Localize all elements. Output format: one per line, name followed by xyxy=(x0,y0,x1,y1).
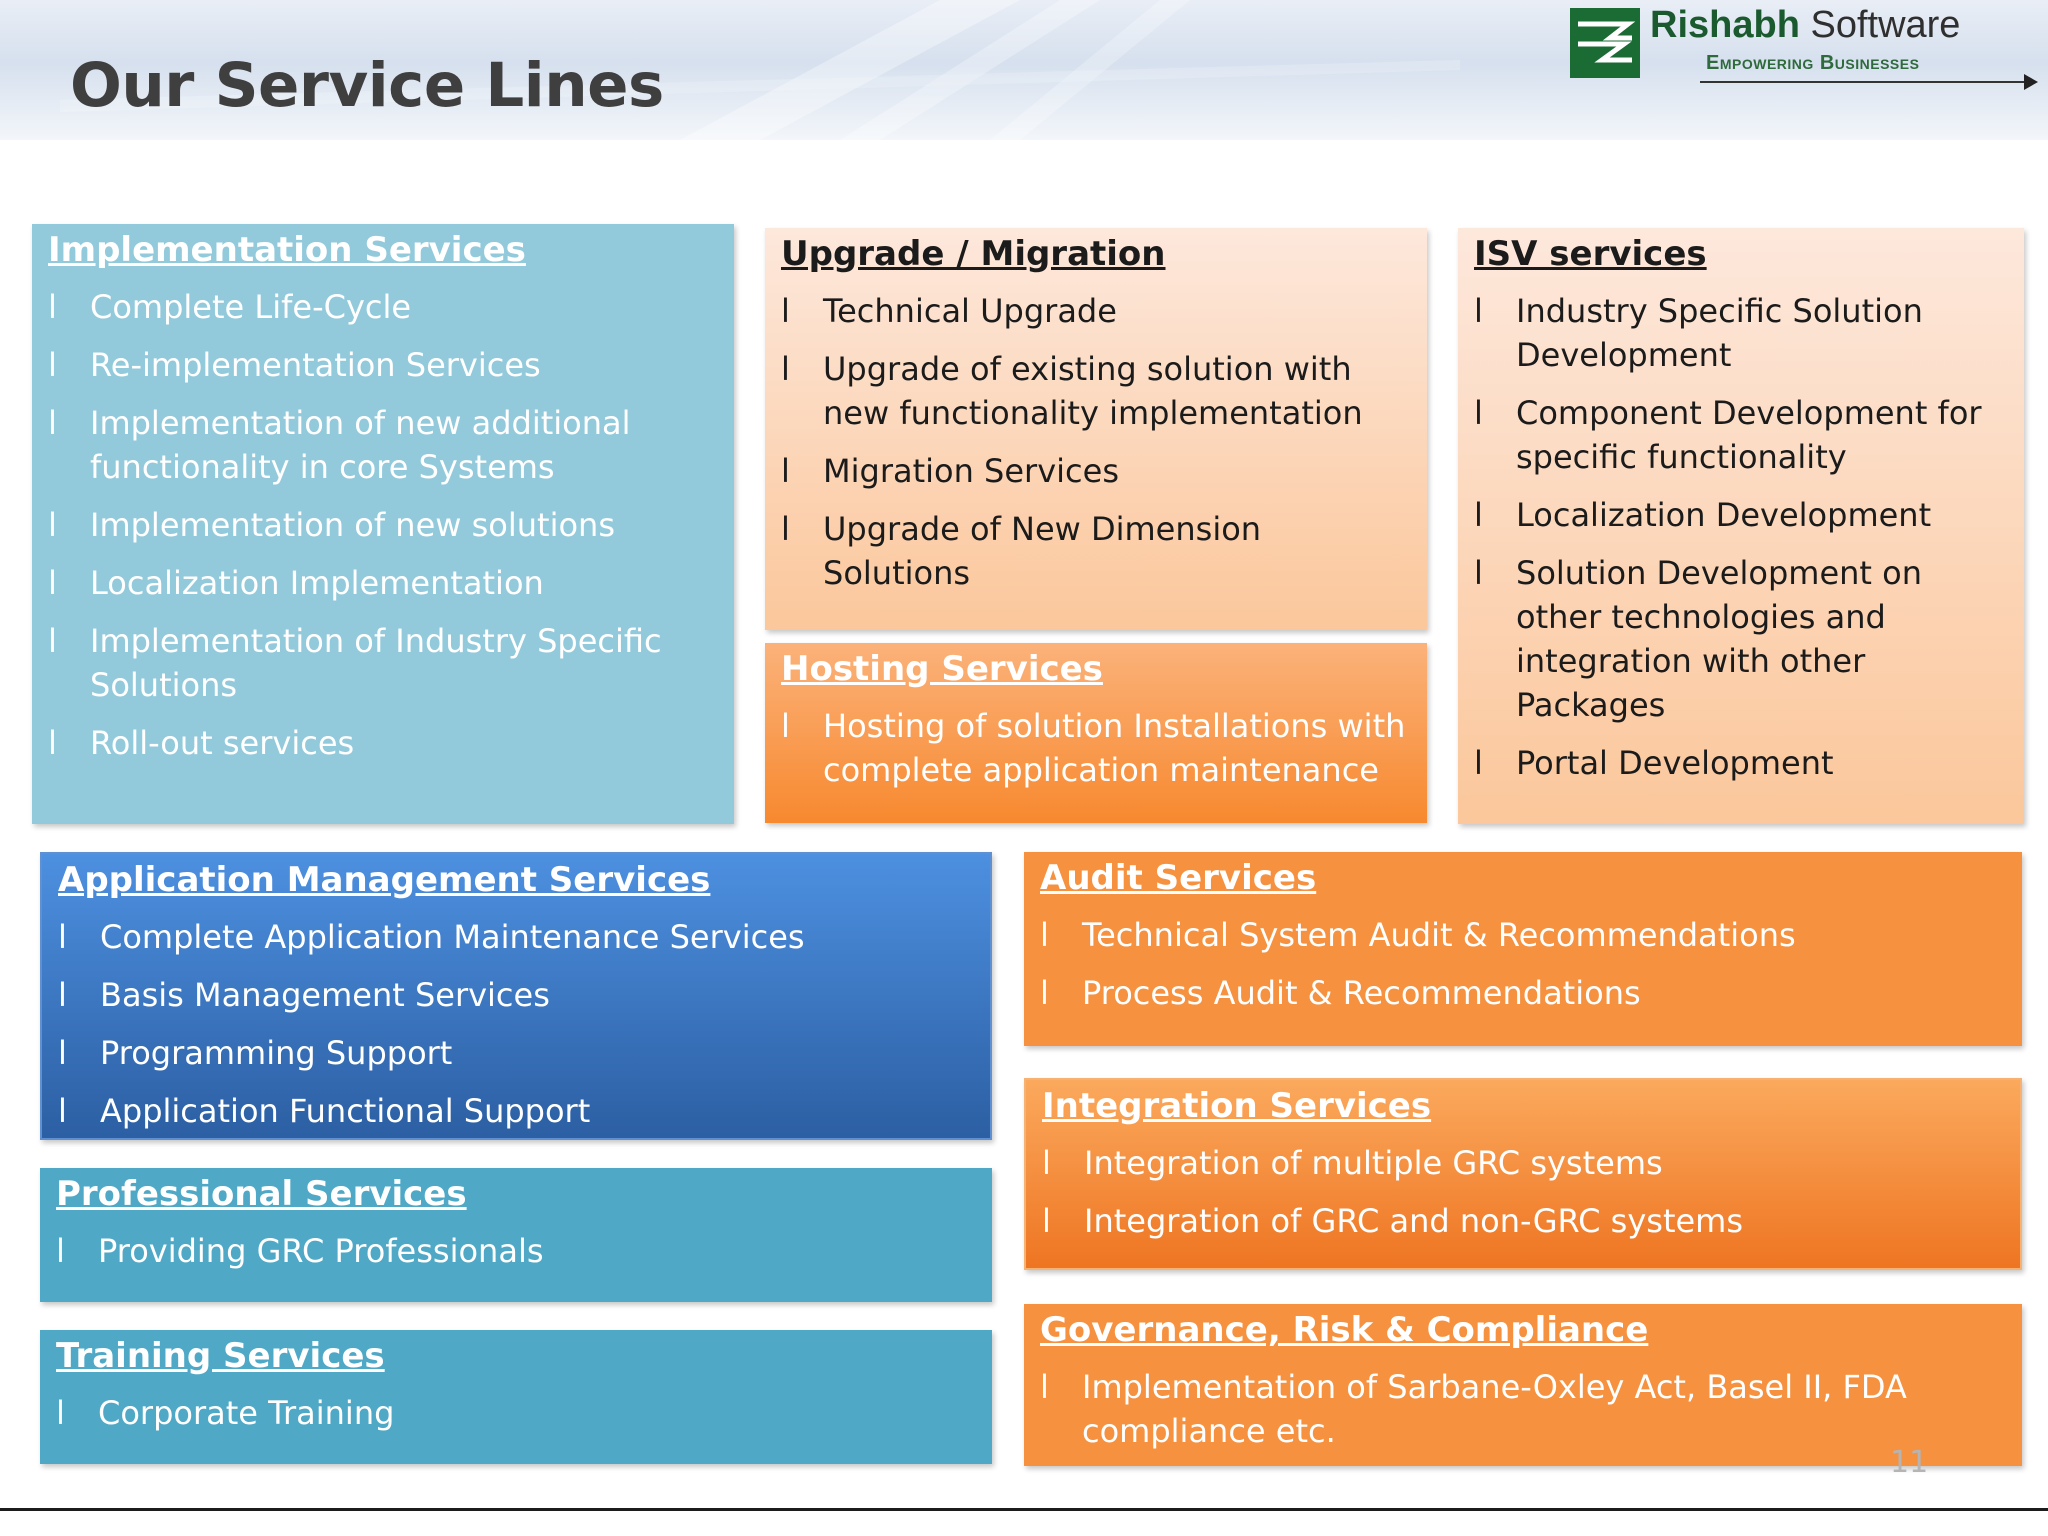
slide-header: Our Service Lines Rishabh Software Empow… xyxy=(0,0,2048,140)
bullet-icon: l xyxy=(1474,393,1483,432)
implementation-services-title: Implementation Services xyxy=(48,230,526,270)
bullet-icon: l xyxy=(48,345,57,384)
bullet-icon: l xyxy=(56,1393,65,1432)
page-number: 11 xyxy=(1890,1445,1929,1480)
bullet-icon: l xyxy=(781,291,790,330)
page-title: Our Service Lines xyxy=(70,50,664,121)
footer-divider xyxy=(0,1508,2048,1511)
bullet-icon: l xyxy=(48,505,57,544)
bullet-icon: l xyxy=(48,563,57,602)
bullet-icon: l xyxy=(48,403,57,442)
bullet-icon: l xyxy=(1474,495,1483,534)
bullet-icon: l xyxy=(1042,1201,1051,1240)
logo-tagline: Empowering Businesses xyxy=(1706,52,1920,74)
hosting-services-title: Hosting Services xyxy=(781,649,1103,689)
bullet-icon: l xyxy=(1474,291,1483,330)
bullet-icon: l xyxy=(781,706,790,745)
bullet-icon: l xyxy=(1042,1143,1051,1182)
bullet-icon: l xyxy=(1474,743,1483,782)
professional-services-title: Professional Services xyxy=(56,1174,467,1214)
bullet-icon: l xyxy=(781,509,790,548)
bullet-icon: l xyxy=(781,451,790,490)
rishabh-logo-icon xyxy=(1570,8,1640,78)
bullet-icon: l xyxy=(48,723,57,762)
bullet-icon: l xyxy=(48,287,57,326)
header-background-graphic xyxy=(60,0,1460,140)
upgrade-migration-title: Upgrade / Migration xyxy=(781,234,1166,274)
bullet-icon: l xyxy=(1040,1367,1049,1406)
application-management-services-title: Application Management Services xyxy=(58,860,711,900)
bullet-icon: l xyxy=(1040,915,1049,954)
logo-company-name: Rishabh Software xyxy=(1650,4,1961,46)
integration-services-title: Integration Services xyxy=(1042,1086,1432,1126)
bullet-icon: l xyxy=(58,917,67,956)
arrow-right-icon xyxy=(2024,74,2038,90)
training-services-title: Training Services xyxy=(56,1336,385,1376)
isv-services-title: ISV services xyxy=(1474,234,1707,274)
bullet-icon: l xyxy=(58,975,67,1014)
bullet-icon: l xyxy=(1040,973,1049,1012)
bullet-icon: l xyxy=(1474,553,1483,592)
bullet-icon: l xyxy=(781,349,790,388)
bullet-icon: l xyxy=(58,1033,67,1072)
logo-underline xyxy=(1700,81,2030,83)
governance-risk-compliance-title: Governance, Risk & Compliance xyxy=(1040,1310,1649,1350)
bullet-icon: l xyxy=(56,1231,65,1270)
bullet-icon: l xyxy=(58,1091,67,1130)
audit-services-title: Audit Services xyxy=(1040,858,1317,898)
bullet-icon: l xyxy=(48,621,57,660)
